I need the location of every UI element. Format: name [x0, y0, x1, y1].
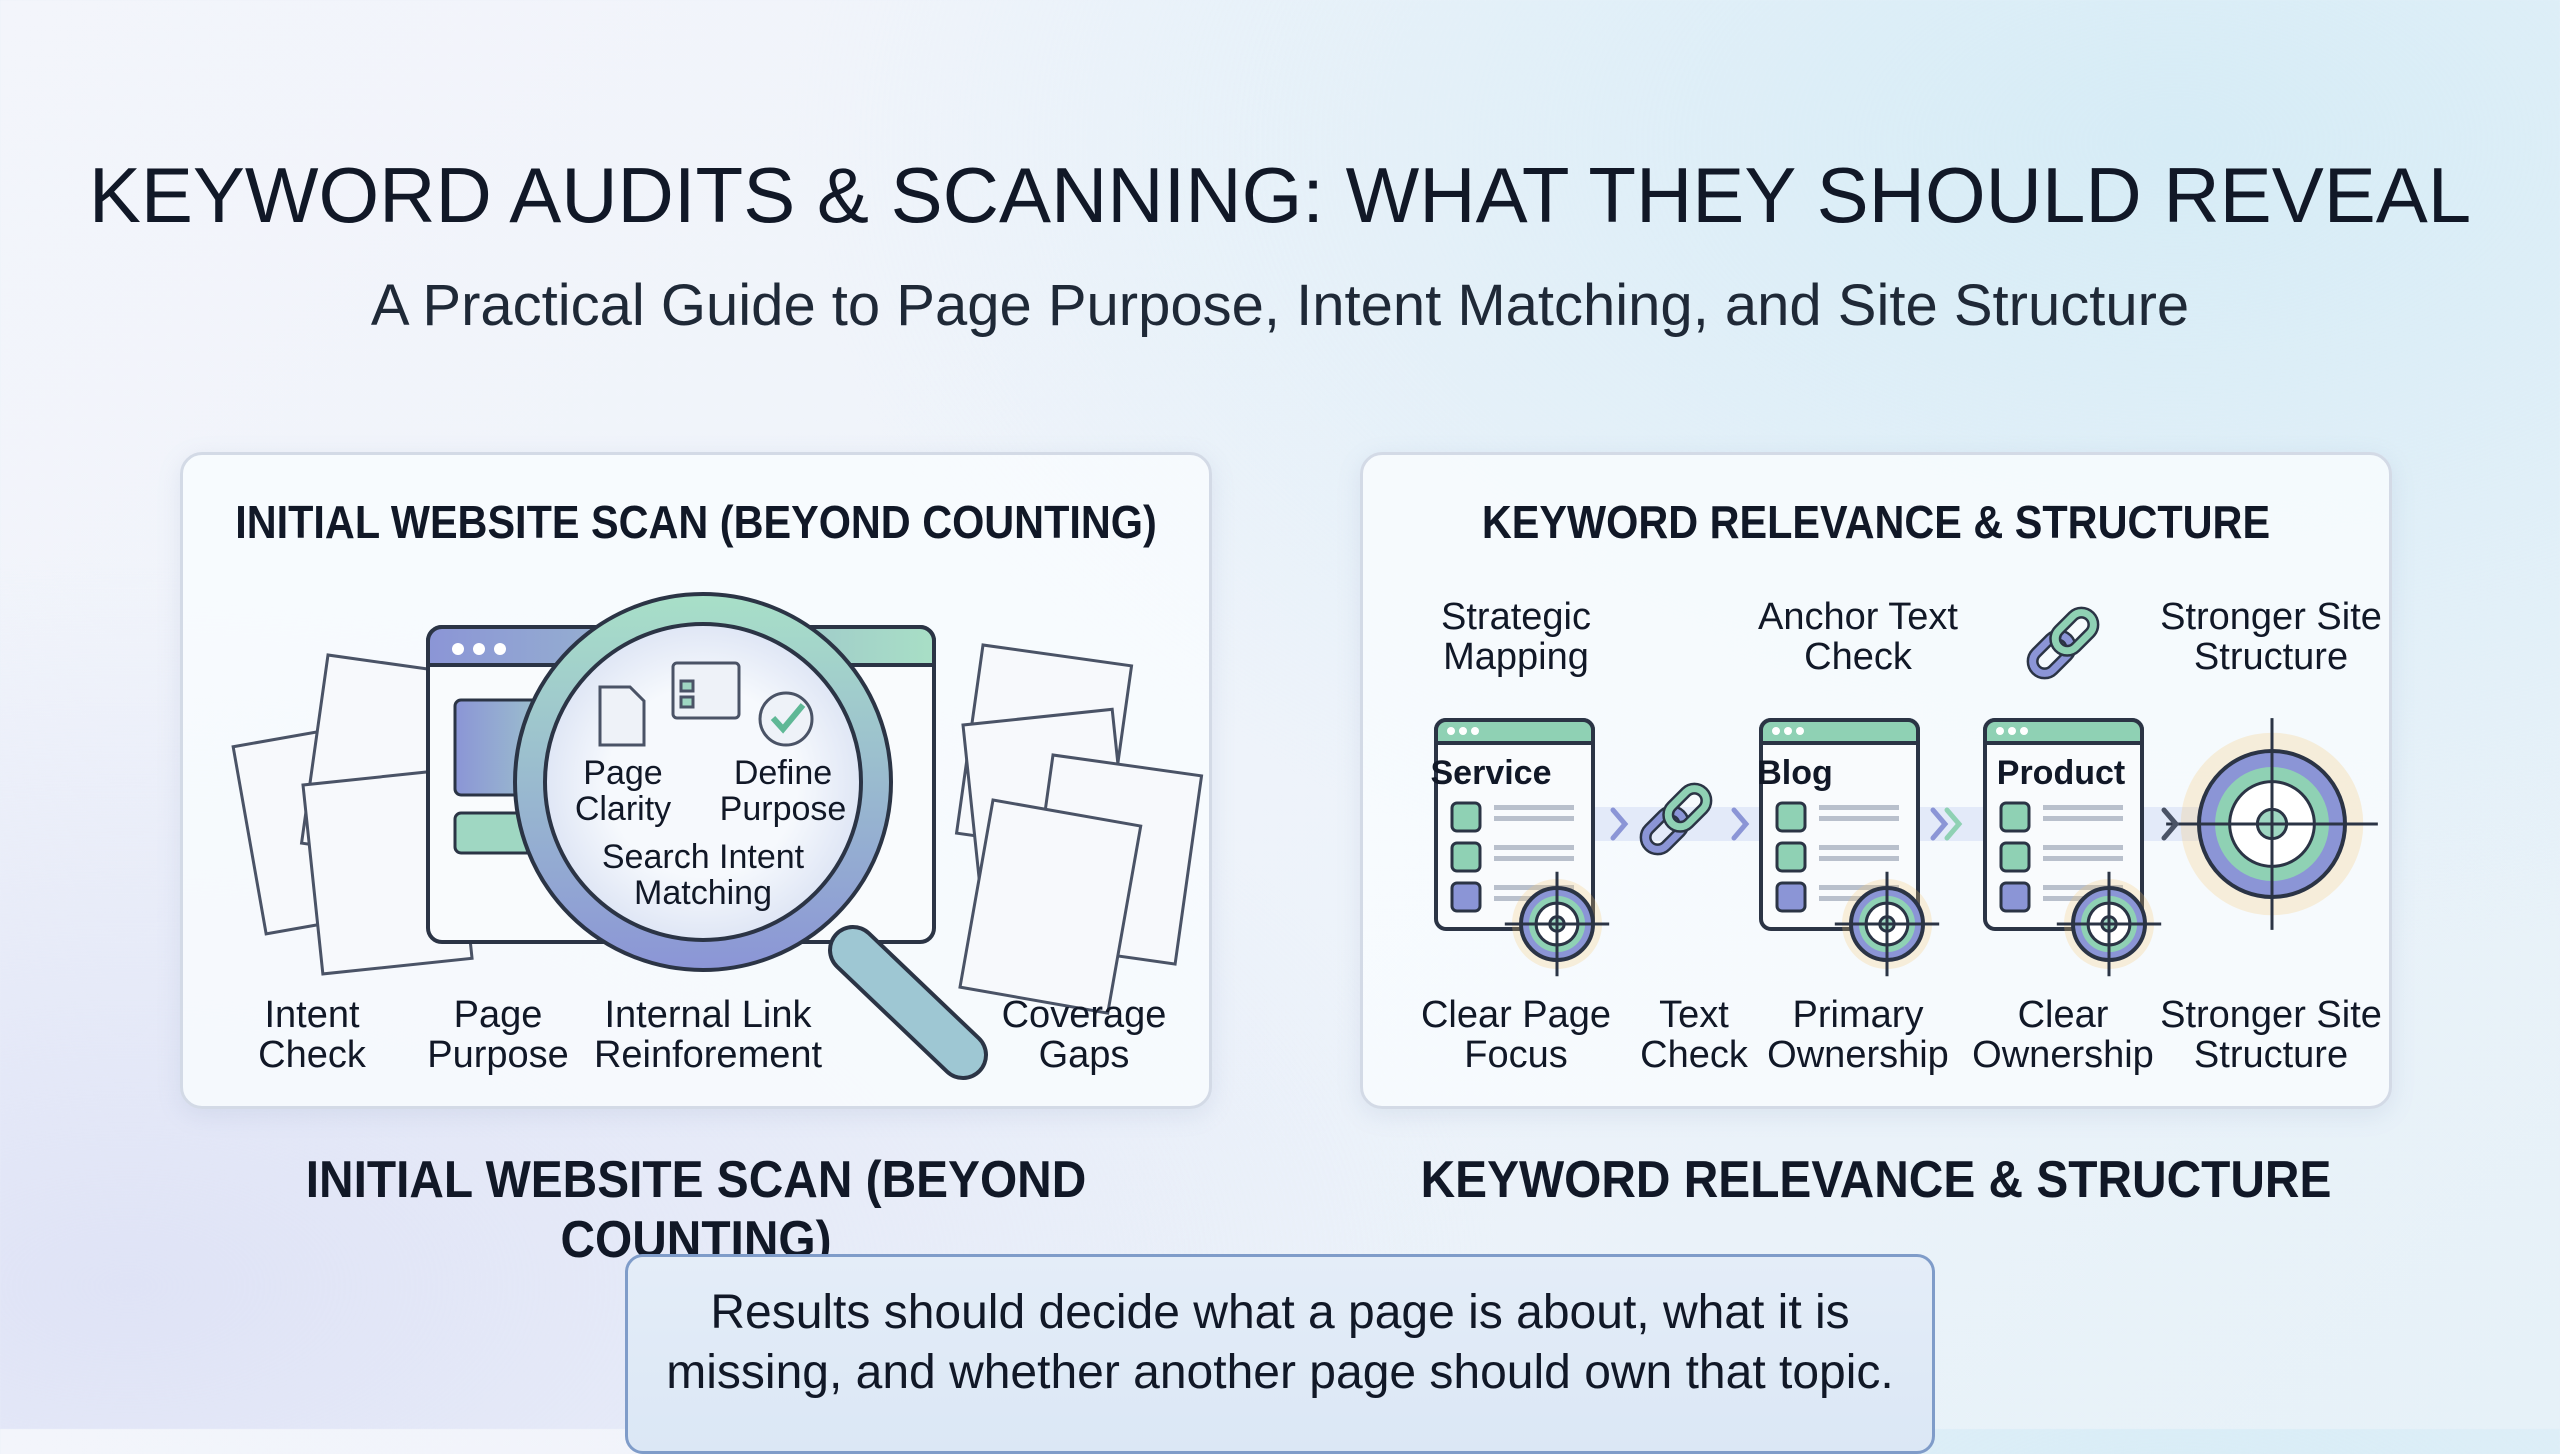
- label-stronger-structure-top: Stronger Site Structure: [2160, 596, 2382, 678]
- link-chain-icon: [1639, 782, 1713, 856]
- summary-note: Results should decide what a page is abo…: [625, 1254, 1935, 1454]
- arrow-icon: [2161, 807, 2180, 841]
- service-page-card: [1434, 718, 1595, 931]
- page-layout-icon: [671, 661, 741, 720]
- panel-title: KEYWORD RELEVANCE & STRUCTURE: [1481, 496, 2271, 548]
- double-arrow-icon: [1944, 807, 1963, 841]
- blog-page-card: [1759, 718, 1920, 931]
- target-icon: [1504, 871, 1610, 977]
- summary-text: Results should decide what a page is abo…: [666, 1286, 1894, 1399]
- arrow-icon: [1610, 807, 1629, 841]
- label-intent-check: Intent Check: [258, 994, 366, 1076]
- initial-scan-panel: INITIAL WEBSITE SCAN (BEYOND COUNTING): [180, 452, 1212, 1109]
- paper-stack-right-icon: [954, 643, 1204, 1015]
- double-arrow-icon: [1930, 807, 1949, 841]
- lens-label-define-purpose: Define Purpose: [719, 754, 847, 828]
- card-title-service: Service: [1430, 754, 1552, 792]
- left-caption: INITIAL WEBSITE SCAN (BEYOND COUNTING): [305, 1151, 1087, 1269]
- lens-label-page-clarity: Page Clarity: [574, 754, 672, 828]
- page-title: KEYWORD AUDITS & SCANNING: WHAT THEY SHO…: [88, 151, 2472, 239]
- label-strategic-mapping: Strategic Mapping: [1441, 596, 1591, 678]
- checkmark-circle-icon: [758, 691, 814, 747]
- structure-illustration: [1434, 606, 2378, 977]
- target-icon: [1834, 871, 1940, 977]
- card-title-product: Product: [1996, 754, 2126, 792]
- card-title-blog: Blog: [1757, 754, 1833, 792]
- page-subtitle: A Practical Guide to Page Purpose, Inten…: [370, 273, 2190, 338]
- label-stronger-structure-bottom: Stronger Site Structure: [2160, 994, 2382, 1076]
- keyword-relevance-panel: KEYWORD RELEVANCE & STRUCTURE Strategic …: [1360, 452, 2392, 1109]
- scan-illustration: [231, 592, 1204, 1080]
- big-target-icon: [2166, 718, 2378, 930]
- arrow-icon: [1731, 807, 1750, 841]
- link-chain-icon: [2026, 606, 2100, 680]
- label-text-check: Text Check: [1640, 994, 1748, 1076]
- label-anchor-text: Anchor Text Check: [1758, 596, 1958, 678]
- right-caption: KEYWORD RELEVANCE & STRUCTURE: [1420, 1151, 2332, 1209]
- lens-label-search-intent: Search Intent Matching: [601, 838, 805, 912]
- label-primary-ownership: Primary Ownership: [1767, 994, 1949, 1076]
- target-icon: [2056, 871, 2162, 977]
- label-internal-link: Internal Link Reinforement: [593, 994, 823, 1076]
- panel-title: INITIAL WEBSITE SCAN (BEYOND COUNTING): [235, 496, 1157, 548]
- label-page-purpose: Page Purpose: [427, 994, 569, 1076]
- label-clear-page-focus: Clear Page Focus: [1420, 994, 1612, 1076]
- document-icon: [598, 685, 646, 747]
- label-clear-ownership: Clear Ownership: [1972, 994, 2154, 1076]
- label-coverage-gaps: Coverage Gaps: [1001, 994, 1167, 1076]
